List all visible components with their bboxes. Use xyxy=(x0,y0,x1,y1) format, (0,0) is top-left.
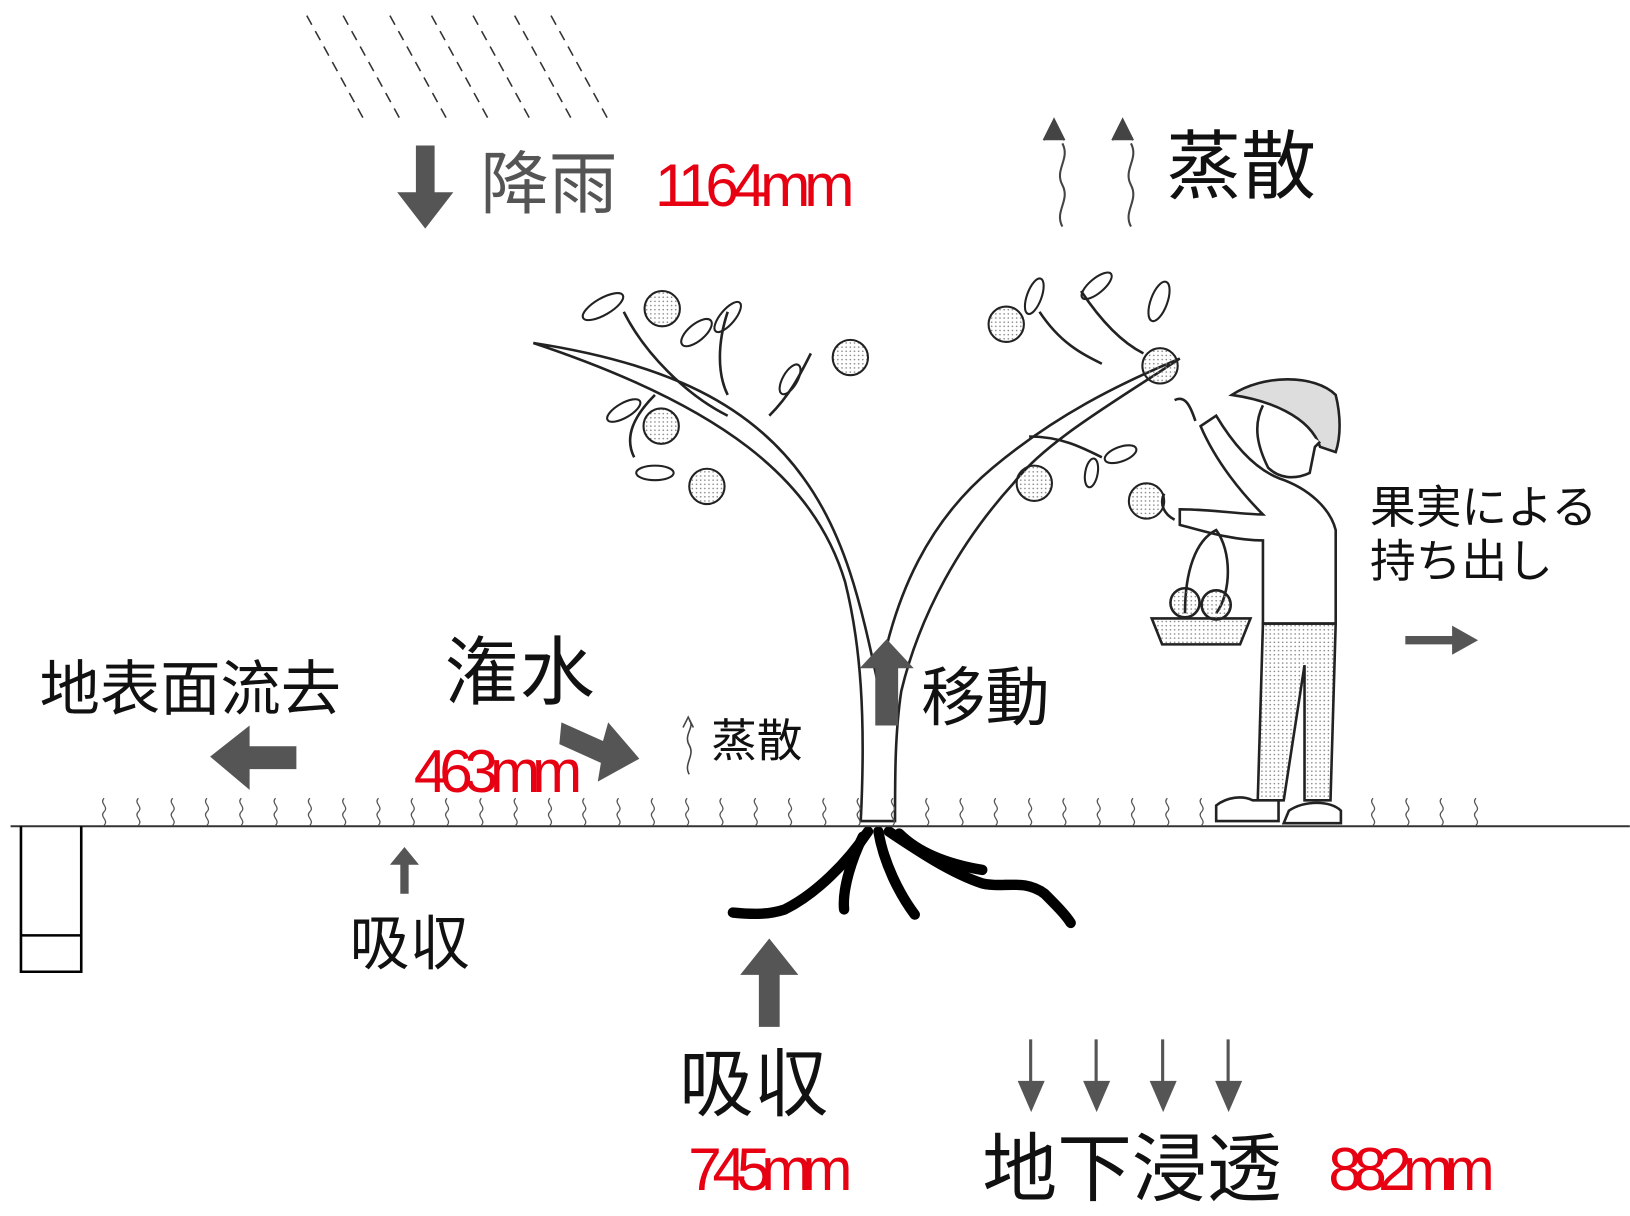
grass-blade xyxy=(959,797,964,826)
grass-blade xyxy=(170,797,175,826)
grass-blade xyxy=(890,797,896,826)
shallow-absorption-up-arrow-icon xyxy=(389,847,420,894)
fruit-removal-right-arrow-icon xyxy=(1405,625,1479,655)
grass-blade xyxy=(753,797,758,826)
grass-cover xyxy=(102,797,1479,826)
transpiration-wavy-arrows-icon xyxy=(1042,117,1135,228)
grass-blade xyxy=(616,797,621,826)
grass-blade xyxy=(479,797,484,826)
fruit-removal-label-line1: 果実による xyxy=(1370,481,1597,534)
grass-blade xyxy=(1371,797,1376,826)
grass-blade xyxy=(1130,797,1136,826)
rain-amount: 1164mm xyxy=(655,151,855,219)
root-absorption-up-arrow-icon xyxy=(740,938,799,1027)
grass-blade xyxy=(307,797,312,826)
grass-blade xyxy=(1439,797,1444,826)
transpiration-label: 蒸散 xyxy=(1166,123,1316,210)
percolation-label: 地下浸透 xyxy=(982,1126,1281,1213)
percolation-down-arrows-icon xyxy=(1017,1039,1243,1113)
surface-runoff-left-arrow-icon xyxy=(210,725,297,790)
grass-blade xyxy=(547,797,553,826)
grass-blade xyxy=(136,797,141,826)
grass-blade xyxy=(787,797,793,826)
grass-blade xyxy=(650,797,655,826)
grass-blade xyxy=(273,797,278,826)
grass-blade xyxy=(1473,797,1479,826)
grass-blade xyxy=(1199,797,1204,826)
irrigation-amount: 463mm xyxy=(414,737,582,805)
grass-blade xyxy=(342,797,347,826)
grass-blade xyxy=(925,797,930,826)
shallow-absorption-label: 吸収 xyxy=(349,909,470,979)
irrigation-label: 潅水 xyxy=(445,629,595,716)
grass-blade xyxy=(1028,797,1033,826)
evaporation-wavy-arrow-icon xyxy=(682,715,695,775)
grass-blade xyxy=(1165,797,1170,826)
farmer-harvesting-illustration xyxy=(1149,378,1343,825)
grass-blade xyxy=(513,797,518,826)
grass-blade xyxy=(582,797,587,826)
grass-blade xyxy=(993,797,998,826)
translocation-up-arrow-icon xyxy=(859,639,914,726)
grass-blade xyxy=(102,797,107,826)
rain-streaks xyxy=(306,15,609,120)
grass-blade xyxy=(239,797,244,826)
grass-blade xyxy=(376,797,381,826)
irrigation-arrow-icon xyxy=(559,722,640,782)
grass-blade xyxy=(685,797,690,826)
grass-blade xyxy=(1405,797,1410,826)
percolation-amount: 882mm xyxy=(1328,1135,1494,1203)
grass-blade xyxy=(204,797,210,826)
grass-blade xyxy=(445,797,450,826)
lysimeter-container xyxy=(19,826,83,974)
grass-blade xyxy=(1062,797,1067,826)
translocation-label: 移動 xyxy=(921,661,1050,736)
grass-blade xyxy=(410,797,415,826)
grass-blade xyxy=(1096,797,1101,826)
citrus-tree-illustration xyxy=(532,271,1181,823)
grass-blade xyxy=(719,797,724,826)
rain-down-arrow-icon xyxy=(397,145,454,229)
surface-runoff-label: 地表面流去 xyxy=(40,655,341,725)
evaporation-small-label: 蒸散 xyxy=(711,715,802,768)
fruit-removal-label-line2: 持ち出し xyxy=(1370,535,1553,588)
grass-blade xyxy=(856,797,861,826)
root-absorption-amount: 745mm xyxy=(688,1135,852,1203)
rain-label: 降雨 xyxy=(480,145,617,225)
grass-blade xyxy=(822,797,827,826)
root-absorption-label: 吸収 xyxy=(679,1041,829,1128)
roots-illustration xyxy=(727,826,1076,929)
